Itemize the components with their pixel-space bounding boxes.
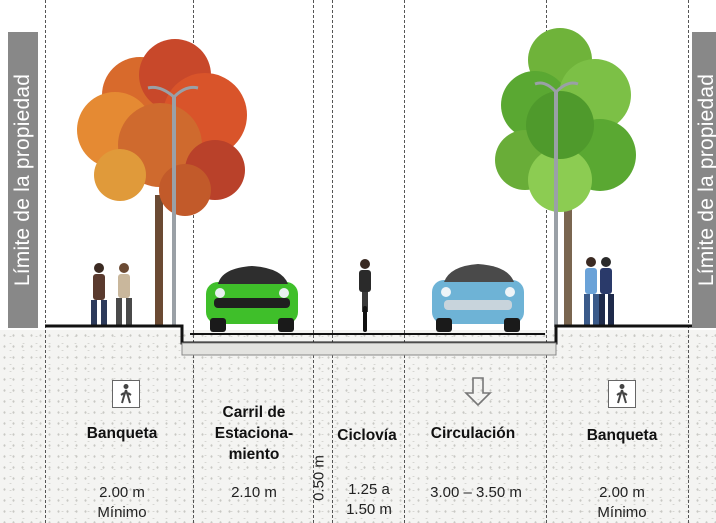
section-circulation-label: Circulación — [430, 425, 516, 442]
section-banqueta-right-label: Banqueta — [586, 427, 658, 444]
pedestrians-right-icon — [584, 257, 614, 327]
autumn-tree-icon — [77, 39, 247, 327]
divider-line — [546, 0, 547, 523]
section-banqueta-left-width: 2.00 m Mínimo — [97, 484, 147, 521]
green-car-icon — [206, 266, 298, 332]
section-bikelane-width: 1.25 a 1.50 m — [346, 481, 392, 518]
street-section-ground — [0, 330, 716, 523]
divider-line — [688, 0, 689, 523]
section-parking-label: Carril de Estaciona- miento — [214, 404, 294, 463]
pedestrian-sign-icon — [608, 380, 636, 408]
divider-line — [193, 0, 194, 523]
divider-line — [313, 0, 314, 523]
section-parking-width: 2.10 m — [231, 484, 277, 501]
direction-arrow-icon — [462, 376, 494, 408]
pedestrians-left-icon — [91, 263, 132, 327]
section-bikelane-label: Ciclovía — [337, 427, 397, 444]
street-cross-section-illustration — [45, 28, 692, 356]
section-banqueta-right-width: 2.00 m Mínimo — [597, 484, 647, 521]
section-circulation-width: 3.00 – 3.50 m — [430, 484, 522, 501]
divider-line — [45, 0, 46, 523]
street-light-icon — [147, 85, 199, 327]
buffer-width: 0.50 m — [310, 455, 328, 501]
cyclist-icon — [359, 259, 371, 332]
property-limit-right: Límite de la propiedad — [692, 32, 716, 328]
pedestrian-sign-icon — [112, 380, 140, 408]
road-profile — [45, 324, 692, 356]
property-limit-left: Límite de la propiedad — [8, 32, 38, 328]
blue-car-icon — [432, 264, 524, 332]
green-tree-icon — [495, 28, 636, 327]
divider-line — [404, 0, 405, 523]
street-light-icon — [534, 81, 579, 327]
divider-line — [332, 0, 333, 523]
section-banqueta-left-label: Banqueta — [86, 425, 158, 442]
